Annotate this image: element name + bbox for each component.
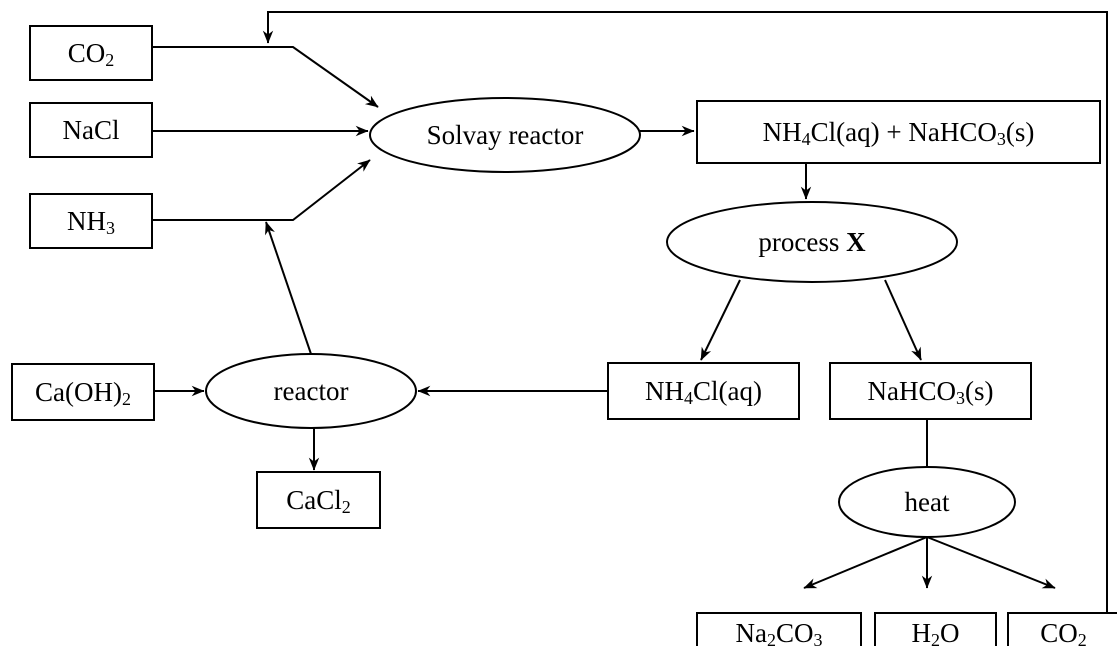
label-text: NaHCO xyxy=(868,376,957,406)
node-box xyxy=(696,100,1101,164)
edge-co2-recycle xyxy=(262,11,1108,613)
node-processx: process X xyxy=(666,201,958,283)
edge-processx-to-nahco3 xyxy=(884,279,922,361)
label-text: O xyxy=(940,618,960,646)
edge-nh3-to-solvay xyxy=(152,159,371,221)
label-text: (s) xyxy=(965,376,994,406)
node-cacl2: CaCl2 xyxy=(256,471,381,529)
node-label: H2O xyxy=(912,618,960,646)
label-text: CaCl xyxy=(286,485,342,515)
label-text: Cl(aq) xyxy=(693,376,762,406)
label-text: (s) xyxy=(1006,117,1035,147)
label-subscript: 2 xyxy=(342,497,351,517)
edge-reactor-to-nh3-line xyxy=(265,221,312,355)
label-subscript: 3 xyxy=(814,630,823,646)
label-text: NH xyxy=(645,376,684,406)
label-text: NH xyxy=(763,117,802,147)
node-ellipse xyxy=(369,97,641,173)
label-subscript: 2 xyxy=(1078,630,1087,646)
node-box xyxy=(829,362,1032,420)
node-heat: heat xyxy=(838,466,1016,538)
node-label: NH4Cl(aq) xyxy=(645,376,762,408)
label-text: Na xyxy=(736,618,767,646)
node-products: NH4Cl(aq) + NaHCO3(s) xyxy=(696,100,1101,164)
label-subscript: 2 xyxy=(767,630,776,646)
label-subscript: 3 xyxy=(997,129,1006,149)
node-ellipse xyxy=(205,353,417,429)
label-subscript: 2 xyxy=(931,630,940,646)
label-text: process xyxy=(758,227,846,257)
edge-co2-to-solvay xyxy=(152,46,379,108)
node-box xyxy=(29,193,153,249)
node-nacl: NaCl xyxy=(29,102,153,158)
node-label: CO2 xyxy=(1040,618,1087,646)
node-nh4cl: NH4Cl(aq) xyxy=(607,362,800,420)
node-box xyxy=(607,362,800,420)
label-text: NaCl xyxy=(63,115,120,145)
label-text: CO xyxy=(776,618,814,646)
node-label: NaCl xyxy=(63,115,120,145)
label-subscript: 3 xyxy=(956,388,965,408)
node-label: NH4Cl(aq) + NaHCO3(s) xyxy=(763,117,1035,149)
node-box xyxy=(29,25,153,81)
label-text: X xyxy=(846,227,866,257)
node-h2o: H2O xyxy=(874,612,997,646)
node-box xyxy=(256,471,381,529)
node-label: CO2 xyxy=(68,38,115,70)
label-subscript: 4 xyxy=(684,388,693,408)
node-label: Na2CO3 xyxy=(736,618,823,646)
node-nh3: NH3 xyxy=(29,193,153,249)
label-text: CO xyxy=(1040,618,1078,646)
label-text: Solvay reactor xyxy=(427,120,584,150)
label-text: Cl(aq) + NaHCO xyxy=(811,117,997,147)
node-ellipse xyxy=(838,466,1016,538)
node-na2co3: Na2CO3 xyxy=(696,612,862,646)
node-nahco3: NaHCO3(s) xyxy=(829,362,1032,420)
label-subscript: 2 xyxy=(122,389,131,409)
node-label: NaHCO3(s) xyxy=(868,376,994,408)
label-text: CO xyxy=(68,38,106,68)
node-solvay: Solvay reactor xyxy=(369,97,641,173)
node-co2-out: CO2 xyxy=(1007,612,1117,646)
node-box xyxy=(1007,612,1117,646)
node-box xyxy=(29,102,153,158)
label-text: H xyxy=(912,618,932,646)
label-subscript: 4 xyxy=(802,129,811,149)
edge-processx-to-nh4cl xyxy=(700,279,741,361)
node-reactor: reactor xyxy=(205,353,417,429)
node-label: Ca(OH)2 xyxy=(35,377,131,409)
label-text: NH xyxy=(67,206,106,236)
label-subscript: 2 xyxy=(105,50,114,70)
node-label: heat xyxy=(905,487,950,517)
node-label: NH3 xyxy=(67,206,115,238)
node-co2-in: CO2 xyxy=(29,25,153,81)
label-subscript: 3 xyxy=(106,218,115,238)
node-box xyxy=(696,612,862,646)
node-label: Solvay reactor xyxy=(427,120,584,150)
node-label: process X xyxy=(758,227,866,257)
label-text: heat xyxy=(905,487,950,517)
node-ellipse xyxy=(666,201,958,283)
edge-heat-to-na2co3 xyxy=(803,536,928,589)
node-label: CaCl2 xyxy=(286,485,351,517)
edge-heat-to-co2-out xyxy=(926,536,1056,589)
node-label: reactor xyxy=(274,376,349,406)
edges xyxy=(152,11,1108,613)
node-box xyxy=(11,363,155,421)
label-text: Ca(OH) xyxy=(35,377,122,407)
node-box xyxy=(874,612,997,646)
node-caoh2: Ca(OH)2 xyxy=(11,363,155,421)
label-text: reactor xyxy=(274,376,349,406)
